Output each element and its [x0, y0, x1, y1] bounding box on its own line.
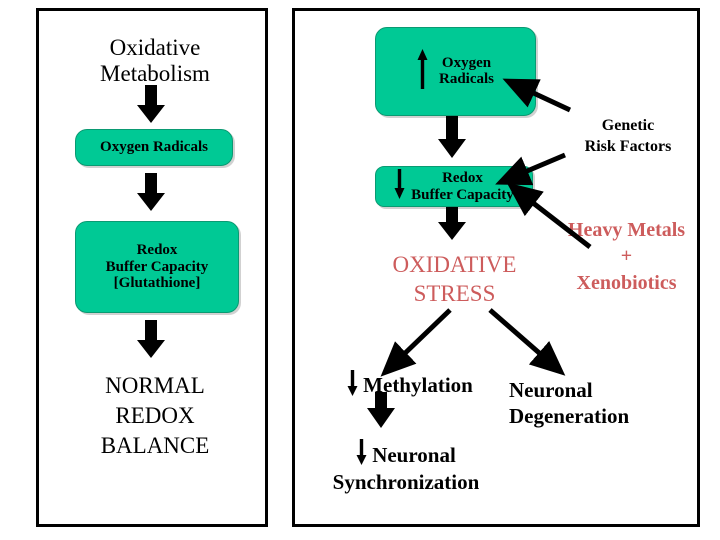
neuronal-degeneration-line1: Neuronal — [509, 378, 593, 402]
normal-redox-balance-line3: BALANCE — [100, 432, 210, 458]
normal-redox-balance-line2: REDOX — [115, 402, 195, 428]
heavy-metals-line3: Xenobiotics — [576, 271, 677, 294]
oxidative-stress-line2: STRESS — [413, 281, 496, 307]
node-redox-buffer-left-line3: [Glutathione] — [113, 275, 201, 292]
node-oxygen-radicals-right: Oxygen Radicals — [375, 27, 536, 116]
node-oxidative-stress: OXIDATIVE STRESS — [367, 250, 542, 309]
panel-normal-redox: Oxidative Metabolism Oxygen Radicals Red… — [36, 8, 268, 527]
node-redox-buffer-left-line1: Redox — [136, 241, 178, 258]
heavy-metals-line1: Heavy Metals — [567, 219, 686, 241]
node-oxygen-radicals-right-line2: Radicals — [438, 71, 494, 88]
up-arrow-icon-oxygen-radicals — [417, 49, 428, 94]
left-heading-line2: Metabolism — [100, 60, 210, 86]
genetic-risk-factors-line2: Risk Factors — [584, 137, 672, 155]
genetic-risk-factors-line1: Genetic — [601, 117, 655, 134]
left-heading-line1: Oxidative — [109, 35, 201, 60]
node-oxygen-radicals-left-label: Oxygen Radicals — [100, 139, 208, 156]
heavy-metals-line2: + — [620, 245, 633, 268]
down-arrow-icon-redox-buffer — [394, 169, 405, 204]
neuronal-sync-line1: Neuronal — [372, 442, 456, 467]
node-oxygen-radicals-right-line1: Oxygen — [441, 54, 492, 71]
neuronal-sync-line2: Synchronization — [332, 470, 480, 495]
node-oxygen-radicals-left: Oxygen Radicals — [75, 129, 233, 166]
node-methylation: Methylation — [295, 370, 525, 402]
node-redox-buffer-right-line1: Redox — [442, 169, 483, 186]
panel-oxidative-stress: Oxygen Radicals Redox Buffer Capacity OX… — [292, 8, 700, 527]
left-heading: Oxidative Metabolism — [39, 35, 271, 87]
neuronal-degeneration-line2: Degeneration — [509, 404, 630, 429]
oxidative-stress-line1: OXIDATIVE — [392, 252, 517, 277]
node-redox-buffer-right-line2: Buffer Capacity — [411, 186, 514, 203]
node-redox-buffer-left: Redox Buffer Capacity [Glutathione] — [75, 221, 239, 313]
label-genetic-risk-factors: Genetic Risk Factors — [553, 116, 703, 158]
node-neuronal-degeneration: Neuronal Degeneration — [509, 377, 709, 430]
down-arrow-icon-methylation — [347, 370, 358, 402]
normal-redox-balance-line1: NORMAL — [105, 373, 205, 398]
node-methylation-label: Methylation — [363, 373, 473, 397]
node-normal-redox-balance: NORMAL REDOX BALANCE — [39, 371, 271, 461]
node-neuronal-synchronization: Neuronal Synchronization — [291, 439, 521, 494]
node-redox-buffer-left-line2: Buffer Capacity — [105, 258, 209, 275]
down-arrow-icon-neuronal-sync — [356, 439, 367, 470]
node-redox-buffer-right: Redox Buffer Capacity — [375, 166, 533, 207]
label-heavy-metals-xenobiotics: Heavy Metals + Xenobiotics — [544, 217, 709, 296]
